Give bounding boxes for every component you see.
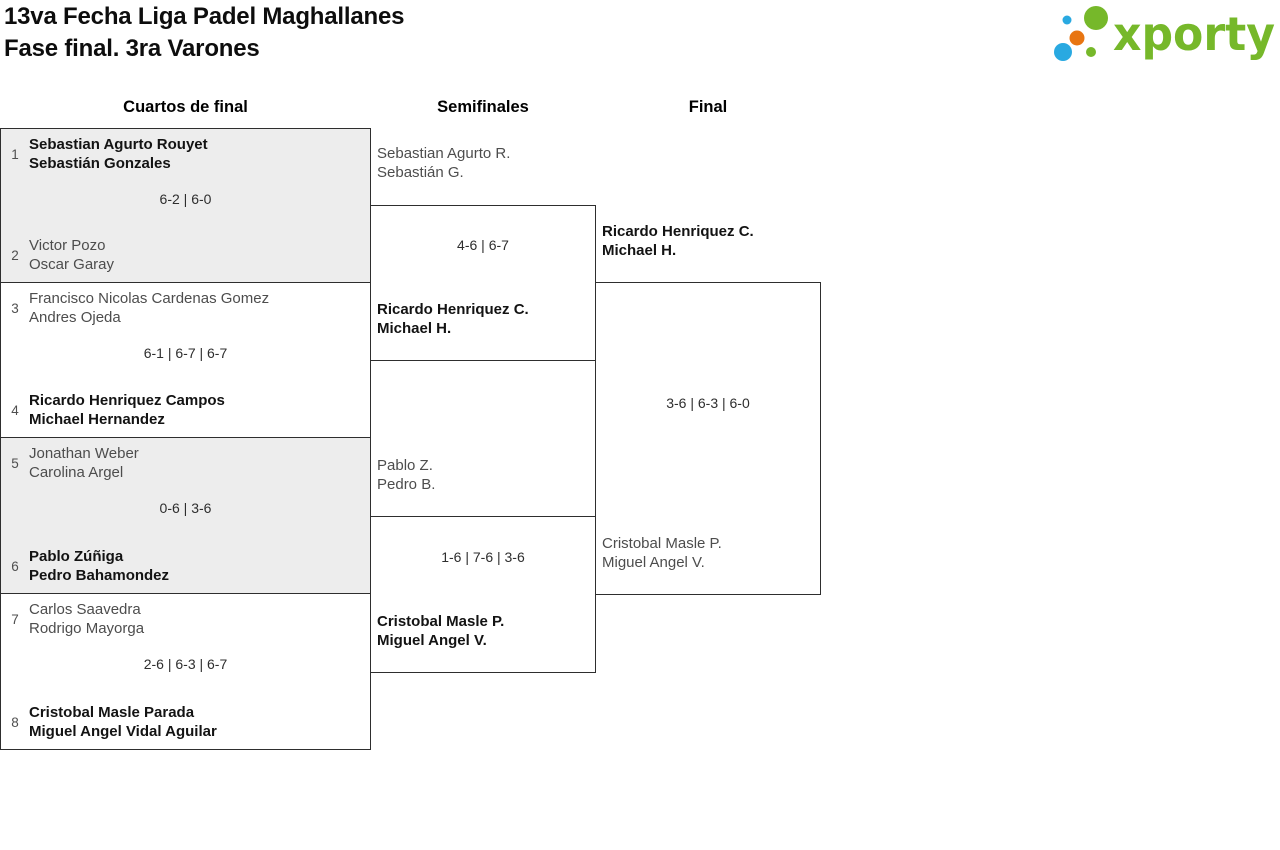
match-score: 6-2 | 6-0 xyxy=(159,191,212,207)
team-row: 4 Ricardo Henriquez Campos Michael Herna… xyxy=(7,392,362,429)
seed-number: 8 xyxy=(11,715,19,730)
tournament-title-line1: 13va Fecha Liga Padel Maghallanes xyxy=(4,3,405,30)
player-name: Rodrigo Mayorga xyxy=(29,619,145,637)
seed-number: 1 xyxy=(11,147,19,162)
player-name: Ricardo Henriquez Campos xyxy=(29,392,225,409)
logo-dot-blue-small xyxy=(1062,15,1072,25)
player-name: Cristobal Masle Parada xyxy=(29,704,195,721)
match-score: 4-6 | 6-7 xyxy=(457,237,509,253)
player-name: Michael Hernandez xyxy=(29,410,165,428)
team-row: 7 Carlos Saavedra Rodrigo Mayorga xyxy=(7,601,362,638)
final-team-bottom: Cristobal Masle P. Miguel Angel V. xyxy=(602,535,722,572)
player-name: Sebastian Agurto Rouyet xyxy=(29,136,208,153)
player-name: Sebastian Agurto R. xyxy=(377,145,511,162)
player-name: Miguel Angel Vidal Aguilar xyxy=(29,722,217,740)
tournament-title-line2: Fase final. 3ra Varones xyxy=(4,35,260,62)
player-name: Pedro B. xyxy=(377,475,436,493)
player-name: Oscar Garay xyxy=(29,255,115,273)
round-header-semifinales: Semifinales xyxy=(437,98,529,116)
sf1-team-top: Sebastian Agurto R. Sebastián G. xyxy=(377,145,510,182)
team-row: 3 Francisco Nicolas Cardenas Gomez Andre… xyxy=(7,290,362,327)
seed-number: 5 xyxy=(11,456,19,471)
player-name: Pablo Zúñiga xyxy=(29,548,124,565)
logo-wordmark: xporty xyxy=(1113,7,1275,61)
player-name: Victor Pozo xyxy=(29,237,106,254)
team-names: Francisco Nicolas Cardenas Gomez Andres … xyxy=(29,290,269,327)
seed-number: 4 xyxy=(11,403,19,418)
tournament-title: 13va Fecha Liga Padel Maghallanes Fase f… xyxy=(4,1,404,65)
seed-number: 2 xyxy=(11,248,19,263)
player-name: Francisco Nicolas Cardenas Gomez xyxy=(29,290,270,307)
logo-dot-orange xyxy=(1069,30,1085,46)
team-row: 5 Jonathan Weber Carolina Argel xyxy=(7,445,362,482)
player-name: Michael H. xyxy=(377,319,452,337)
team-row: 6 Pablo Zúñiga Pedro Bahamondez xyxy=(7,548,362,585)
final-team-top: Ricardo Henriquez C. Michael H. xyxy=(602,223,754,260)
player-name: Miguel Angel V. xyxy=(377,631,487,649)
player-name: Pedro Bahamondez xyxy=(29,566,170,584)
seed-number: 7 xyxy=(11,612,19,627)
team-names: Jonathan Weber Carolina Argel xyxy=(29,445,139,482)
seed-number: 3 xyxy=(11,301,19,316)
team-names: Victor Pozo Oscar Garay xyxy=(29,237,114,274)
player-name: Jonathan Weber xyxy=(29,445,139,462)
round-header-final: Final xyxy=(688,98,728,116)
xporty-logo[interactable]: xporty xyxy=(1050,0,1280,70)
match-score: 3-6 | 6-3 | 6-0 xyxy=(666,395,750,411)
match-score: 0-6 | 3-6 xyxy=(159,500,212,516)
player-name: Ricardo Henriquez C. xyxy=(602,223,754,240)
qf-match-2: 3 Francisco Nicolas Cardenas Gomez Andre… xyxy=(0,283,371,438)
match-score: 6-1 | 6-7 | 6-7 xyxy=(143,345,228,361)
player-name: Carlos Saavedra xyxy=(29,601,141,618)
qf-match-3: 5 Jonathan Weber Carolina Argel 0-6 | 3-… xyxy=(0,438,371,594)
team-row: 2 Victor Pozo Oscar Garay xyxy=(7,237,362,274)
sf2-team-top: Pablo Z. Pedro B. xyxy=(377,457,435,494)
match-score: 1-6 | 7-6 | 3-6 xyxy=(441,549,525,565)
player-name: Pablo Z. xyxy=(377,457,433,474)
logo-dot-green-small xyxy=(1086,47,1096,57)
qf-match-1: 1 Sebastian Agurto Rouyet Sebastián Gonz… xyxy=(0,128,371,283)
player-name: Cristobal Masle P. xyxy=(377,613,505,630)
player-name: Andres Ojeda xyxy=(29,308,121,326)
team-row: 1 Sebastian Agurto Rouyet Sebastián Gonz… xyxy=(7,136,362,173)
sf1-team-bottom: Ricardo Henriquez C. Michael H. xyxy=(377,301,529,338)
team-names: Ricardo Henriquez Campos Michael Hernand… xyxy=(29,392,225,429)
player-name: Sebastián Gonzales xyxy=(29,154,171,172)
match-score: 2-6 | 6-3 | 6-7 xyxy=(143,656,228,672)
seed-number: 6 xyxy=(11,559,19,574)
team-row: 8 Cristobal Masle Parada Miguel Angel Vi… xyxy=(7,704,362,741)
team-names: Cristobal Masle Parada Miguel Angel Vida… xyxy=(29,704,217,741)
team-names: Sebastian Agurto Rouyet Sebastián Gonzal… xyxy=(29,136,208,173)
player-name: Michael H. xyxy=(602,241,677,259)
player-name: Cristobal Masle P. xyxy=(602,535,722,552)
round-header-cuartos: Cuartos de final xyxy=(123,98,248,116)
player-name: Sebastián G. xyxy=(377,163,464,181)
team-names: Carlos Saavedra Rodrigo Mayorga xyxy=(29,601,144,638)
player-name: Carolina Argel xyxy=(29,463,124,481)
player-name: Ricardo Henriquez C. xyxy=(377,301,529,318)
xporty-logo-graphic: xporty xyxy=(1054,6,1275,61)
qf-match-4: 7 Carlos Saavedra Rodrigo Mayorga 2-6 | … xyxy=(0,594,371,750)
final-match-box xyxy=(595,282,821,595)
player-name: Miguel Angel V. xyxy=(602,553,705,571)
sf2-team-bottom: Cristobal Masle P. Miguel Angel V. xyxy=(377,613,504,650)
logo-dot-green-large xyxy=(1084,6,1108,30)
team-names: Pablo Zúñiga Pedro Bahamondez xyxy=(29,548,169,585)
logo-dot-blue-large xyxy=(1054,43,1072,61)
